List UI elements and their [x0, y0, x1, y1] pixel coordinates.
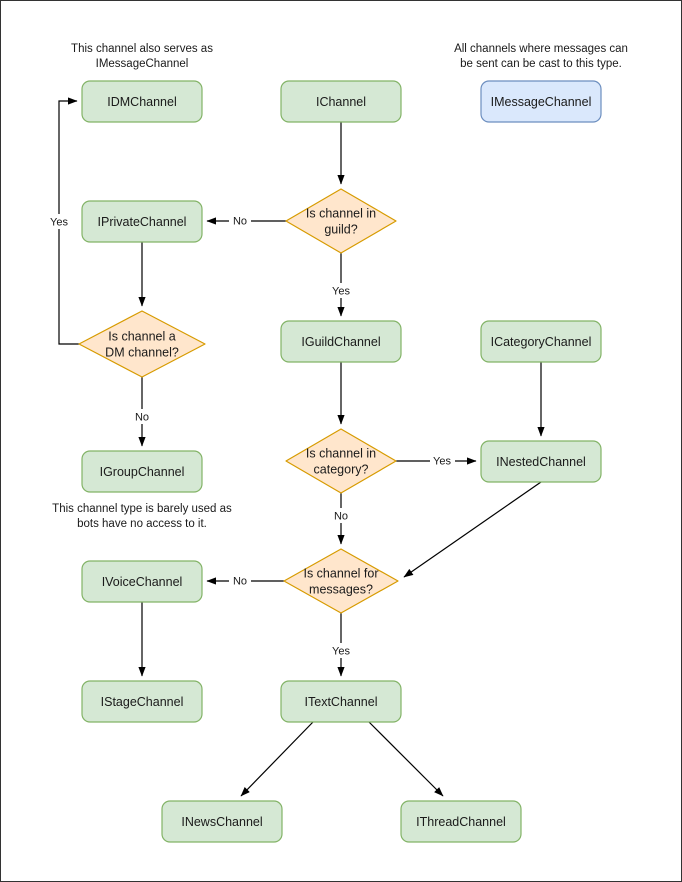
node-label-is-channel-for-messages-line2: messages?: [309, 582, 373, 596]
node-shape-ichannel: [280, 80, 402, 123]
node-label-ivoice-channel: IVoiceChannel: [102, 575, 183, 589]
node-shape-igroup-channel: [81, 450, 203, 493]
node-is-channel-a-dm[interactable]: Is channel a DM channel?: [78, 310, 206, 378]
node-shape-iprivate-channel: [81, 200, 203, 243]
edge-itextchannel-to-ithreadchannel: [368, 721, 444, 797]
node-icategory-channel[interactable]: ICategoryChannel: [480, 320, 602, 363]
node-label-itext-channel: ITextChannel: [305, 695, 378, 709]
edge-label-bg-category-no: [330, 508, 352, 523]
node-igroup-channel[interactable]: IGroupChannel: [81, 450, 203, 493]
note-message-channel-line1: All channels where messages can: [454, 43, 628, 55]
nodes-layer: IDMChannel IChannel IMessageChannel IPri…: [78, 80, 602, 843]
edge-label-messages-yes: Yes: [332, 645, 350, 657]
node-idm-channel[interactable]: IDMChannel: [81, 80, 203, 123]
node-itext-channel[interactable]: ITextChannel: [280, 680, 402, 723]
node-shape-is-channel-in-category: [285, 428, 397, 494]
node-is-channel-in-category[interactable]: Is channel in category?: [285, 428, 397, 494]
node-shape-is-channel-a-dm: [78, 310, 206, 378]
node-label-is-channel-a-dm-line1: Is channel a: [108, 329, 175, 343]
node-shape-itext-channel: [280, 680, 402, 723]
node-label-inested-channel: INestedChannel: [496, 455, 586, 469]
edge-label-messages-no: No: [233, 575, 247, 587]
edge-label-bg-messages-no: [229, 573, 251, 588]
edge-labels-layer: No Yes Yes No Yes No No Yes: [47, 213, 455, 658]
node-shape-iguild-channel: [280, 320, 402, 363]
node-shape-istage-channel: [81, 680, 203, 723]
node-shape-is-channel-for-messages: [283, 548, 399, 614]
edge-label-bg-guild-yes: [329, 283, 354, 298]
node-label-is-channel-in-category-line1: Is channel in: [306, 446, 376, 460]
edge-label-guild-yes: Yes: [332, 285, 350, 297]
node-shape-icategory-channel: [480, 320, 602, 363]
edge-label-guild-no: No: [233, 215, 247, 227]
node-label-istage-channel: IStageChannel: [101, 695, 184, 709]
node-shape-imessage-channel: [480, 80, 602, 123]
node-label-inews-channel: INewsChannel: [181, 815, 262, 829]
edge-label-dm-no: No: [135, 411, 149, 423]
node-label-is-channel-in-guild-line1: Is channel in: [306, 206, 376, 220]
node-label-iguild-channel: IGuildChannel: [301, 335, 380, 349]
node-shape-ithread-channel: [400, 800, 522, 843]
node-imessage-channel[interactable]: IMessageChannel: [480, 80, 602, 123]
edge-label-bg-guild-no: [229, 213, 251, 228]
node-label-iprivate-channel: IPrivateChannel: [98, 215, 187, 229]
node-label-icategory-channel: ICategoryChannel: [491, 335, 592, 349]
edge-label-category-yes: Yes: [433, 455, 451, 467]
node-istage-channel[interactable]: IStageChannel: [81, 680, 203, 723]
node-label-is-channel-in-category-line2: category?: [314, 462, 369, 476]
node-shape-inested-channel: [480, 440, 602, 483]
node-shape-inews-channel: [161, 800, 283, 843]
edge-inestedchannel-to-messages-decision: [403, 481, 542, 578]
note-message-channel-line2: be sent can be cast to this type.: [460, 58, 622, 70]
node-label-imessage-channel: IMessageChannel: [491, 95, 592, 109]
node-iguild-channel[interactable]: IGuildChannel: [280, 320, 402, 363]
node-label-is-channel-for-messages-line1: Is channel for: [303, 566, 378, 580]
node-ivoice-channel[interactable]: IVoiceChannel: [81, 560, 203, 603]
edge-itextchannel-to-inewschannel: [240, 721, 314, 797]
node-inested-channel[interactable]: INestedChannel: [480, 440, 602, 483]
node-shape-ivoice-channel: [81, 560, 203, 603]
node-is-channel-for-messages[interactable]: Is channel for messages?: [283, 548, 399, 614]
edge-label-bg-dm-no: [131, 409, 153, 424]
node-iprivate-channel[interactable]: IPrivateChannel: [81, 200, 203, 243]
edge-label-category-no: No: [334, 510, 348, 522]
edge-label-bg-messages-yes: [329, 643, 354, 658]
node-is-channel-in-guild[interactable]: Is channel in guild?: [285, 188, 397, 254]
edge-label-bg-dm-yes: [47, 214, 72, 229]
edge-label-bg-category-yes: [430, 453, 455, 468]
node-shape-idm-channel: [81, 80, 203, 123]
node-label-is-channel-in-guild-line2: guild?: [324, 222, 357, 236]
note-dm-channel-line1: This channel also serves as: [71, 43, 213, 55]
note-group-channel-line1: This channel type is barely used as: [52, 503, 232, 515]
node-ichannel[interactable]: IChannel: [280, 80, 402, 123]
node-label-igroup-channel: IGroupChannel: [100, 465, 185, 479]
node-label-ithread-channel: IThreadChannel: [416, 815, 506, 829]
node-inews-channel[interactable]: INewsChannel: [161, 800, 283, 843]
node-label-is-channel-a-dm-line2: DM channel?: [105, 345, 179, 359]
notes-layer: This channel also serves as IMessageChan…: [52, 43, 628, 530]
node-ithread-channel[interactable]: IThreadChannel: [400, 800, 522, 843]
edge-label-dm-yes: Yes: [50, 216, 68, 228]
node-shape-is-channel-in-guild: [285, 188, 397, 254]
node-label-ichannel: IChannel: [316, 95, 366, 109]
note-dm-channel-line2: IMessageChannel: [96, 58, 189, 70]
note-group-channel-line2: bots have no access to it.: [77, 518, 207, 530]
node-label-idm-channel: IDMChannel: [107, 95, 176, 109]
